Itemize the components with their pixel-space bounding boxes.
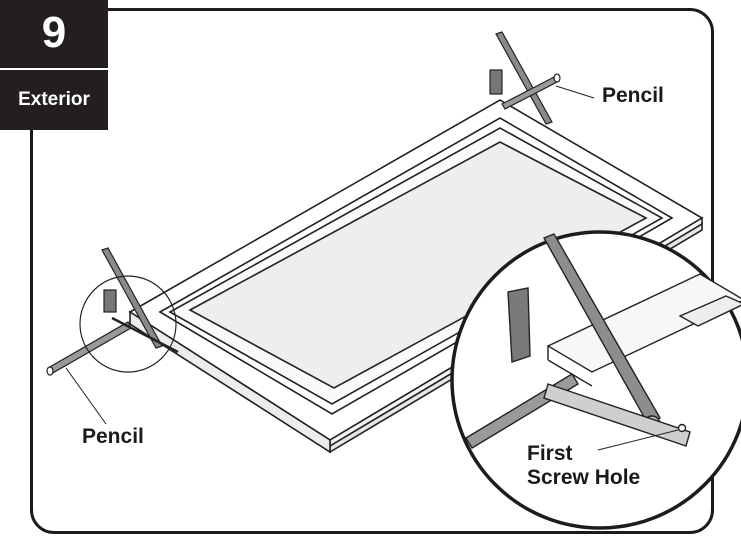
detail-circle-small (79, 275, 177, 373)
screw-hole-callout-line1: First (527, 442, 573, 465)
magnified-hinge-bracket (507, 287, 531, 363)
top-pencil-tip (553, 73, 561, 83)
top-hinge-assembly (489, 31, 561, 125)
step-label: Exterior (18, 89, 90, 110)
magnified-sash (546, 273, 741, 373)
first-screw-hole (677, 423, 687, 433)
bottom-hinge-arm (101, 247, 163, 349)
magnified-hinge-arm (543, 233, 661, 425)
bottom-pencil-leader-line (65, 367, 107, 425)
operator-track (111, 316, 179, 354)
top-pencil (501, 75, 560, 110)
step-badge: 9 Exterior (0, 0, 108, 130)
magnified-detail (465, 233, 741, 449)
screw-hole-leader-line (597, 429, 679, 451)
top-hinge-bracket (489, 69, 503, 95)
top-pencil-leader-line (555, 85, 595, 99)
magnified-glass (678, 295, 741, 327)
pencil-callout-top: Pencil (602, 84, 664, 107)
screw-hole-callout-line2: Screw Hole (527, 466, 641, 489)
glass-pane (188, 141, 648, 389)
magnified-track (543, 383, 691, 447)
step-number: 9 (41, 8, 67, 57)
bottom-pencil-tip (46, 366, 54, 376)
bottom-hinge-assembly (46, 247, 179, 376)
bottom-pencil (47, 321, 132, 375)
sash-left-edge (129, 310, 331, 454)
bottom-hinge-bracket (103, 289, 117, 313)
pencil-callout-bottom: Pencil (82, 425, 144, 448)
step-divider (0, 68, 108, 70)
